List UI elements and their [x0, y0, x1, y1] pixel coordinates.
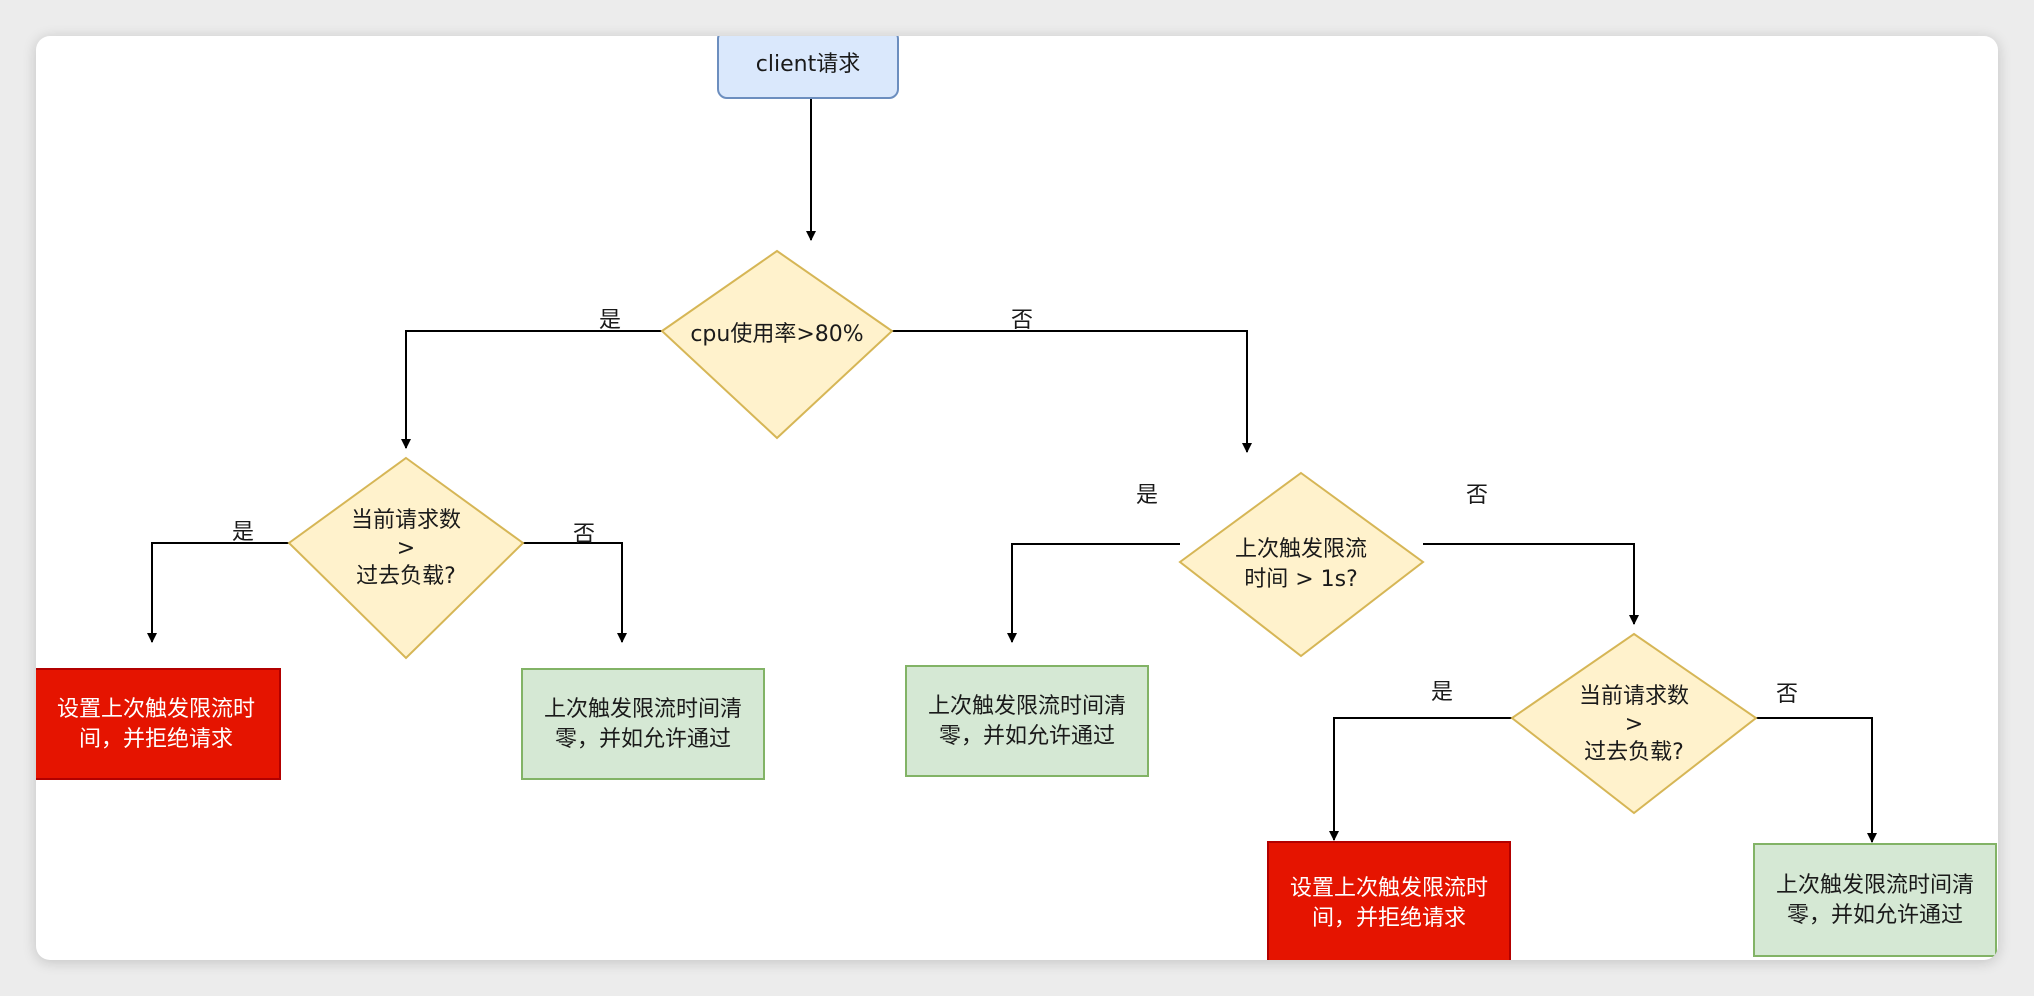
node-q-left-decision: 当前请求数 > 过去负载?: [287, 456, 525, 660]
node-text-line: 过去负载?: [1584, 740, 1684, 765]
node-accept-right-text: 上次触发限流时间清零，并如允许通过: [1776, 873, 1974, 928]
node-text-line: >: [397, 536, 415, 561]
node-start-shape: [717, 36, 899, 99]
edge-label-cpu-no: 否: [1011, 308, 1033, 333]
node-accept-left: 上次触发限流时间清零，并如允许通过: [521, 668, 765, 780]
diagram-canvas: 是 否 是 否 是 否 是 否 client请求 cpu使用率>80% 当前请求…: [36, 36, 1998, 960]
node-text-line: 零，并如允许通过: [1787, 903, 1963, 928]
node-accept-left-text: 上次触发限流时间清零，并如允许通过: [544, 697, 742, 752]
node-cpu-decision-shape: [660, 249, 894, 440]
node-reject-left-shape: [36, 668, 281, 780]
node-accept-mid-shape: [905, 665, 1149, 777]
node-cpu-decision-text: cpu使用率>80%: [690, 322, 863, 347]
node-q-right-decision: 当前请求数 > 过去负载?: [1510, 632, 1758, 815]
node-text-line: 过去负载?: [356, 564, 456, 589]
node-reject-right-text: 设置上次触发限流时间，并拒绝请求: [1290, 876, 1488, 931]
edge-q-right-yes: [1329, 717, 1512, 841]
node-text-line: 上次触发限流: [1235, 537, 1367, 562]
node-accept-mid: 上次触发限流时间清零，并如允许通过: [905, 665, 1149, 777]
node-text-line: client请求: [756, 52, 860, 77]
node-text-line: 设置上次触发限流时: [1290, 876, 1488, 901]
edge-label-q-left-no: 否: [573, 522, 595, 547]
node-reject-right-shape: [1267, 841, 1511, 960]
edge-q-left-no: [523, 542, 627, 643]
node-accept-left-shape: [521, 668, 765, 780]
edge-label-last-no: 否: [1466, 483, 1488, 508]
node-text-line: 上次触发限流时间清: [928, 694, 1126, 719]
node-text-line: 上次触发限流时间清: [1776, 873, 1974, 898]
edge-label-q-right-no: 否: [1776, 682, 1798, 707]
node-text-line: 当前请求数: [1579, 684, 1689, 709]
node-text-line: 间，并拒绝请求: [79, 727, 233, 752]
edge-labels: 是 否 是 否 是 否 是 否: [232, 308, 1798, 707]
node-q-left-decision-shape: [287, 456, 525, 660]
node-reject-left-text: 设置上次触发限流时间，并拒绝请求: [57, 697, 255, 752]
edge-last-no: [1423, 543, 1639, 625]
node-text-line: 设置上次触发限流时: [57, 697, 255, 722]
edge-cpu-no: [892, 330, 1252, 453]
node-start: client请求: [717, 36, 899, 99]
edge-label-last-yes: 是: [1136, 483, 1158, 508]
node-text-line: 时间 > 1s?: [1244, 567, 1358, 592]
node-last-trigger-decision-text: 上次触发限流时间 > 1s?: [1235, 537, 1367, 592]
node-reject-right: 设置上次触发限流时间，并拒绝请求: [1267, 841, 1511, 960]
edge-last-yes: [1007, 543, 1180, 643]
node-q-right-decision-shape: [1510, 632, 1758, 815]
node-reject-left: 设置上次触发限流时间，并拒绝请求: [36, 668, 281, 780]
edge-label-q-left-yes: 是: [232, 520, 254, 545]
node-accept-right-shape: [1753, 843, 1997, 957]
node-text-line: 零，并如允许通过: [555, 727, 731, 752]
node-text-line: 零，并如允许通过: [939, 724, 1115, 749]
node-accept-right: 上次触发限流时间清零，并如允许通过: [1753, 843, 1997, 957]
node-text-line: >: [1625, 712, 1643, 737]
node-start-text: client请求: [756, 52, 860, 77]
edge-cpu-yes: [401, 330, 662, 449]
node-q-right-decision-text: 当前请求数 > 过去负载?: [1579, 684, 1689, 765]
node-text-line: cpu使用率>80%: [690, 322, 863, 347]
node-text-line: 当前请求数: [351, 508, 461, 533]
node-q-left-decision-text: 当前请求数 > 过去负载?: [351, 508, 461, 589]
edge-q-left-yes: [147, 542, 289, 643]
node-text-line: 间，并拒绝请求: [1312, 906, 1466, 931]
node-text-line: 上次触发限流时间清: [544, 697, 742, 722]
node-cpu-decision: cpu使用率>80%: [660, 249, 894, 440]
edge-label-cpu-yes: 是: [599, 308, 621, 333]
node-last-trigger-decision-shape: [1178, 471, 1425, 658]
node-last-trigger-decision: 上次触发限流时间 > 1s?: [1178, 471, 1425, 658]
edge-label-q-right-yes: 是: [1431, 680, 1453, 705]
flowchart: 是 否 是 否 是 否 是 否 client请求 cpu使用率>80% 当前请求…: [36, 36, 1997, 960]
edges: [147, 98, 1877, 843]
edge-q-right-no: [1756, 717, 1877, 843]
nodes: client请求 cpu使用率>80% 当前请求数 > 过去负载? 设置上次触发限流…: [36, 36, 1997, 960]
node-accept-mid-text: 上次触发限流时间清零，并如允许通过: [928, 694, 1126, 749]
